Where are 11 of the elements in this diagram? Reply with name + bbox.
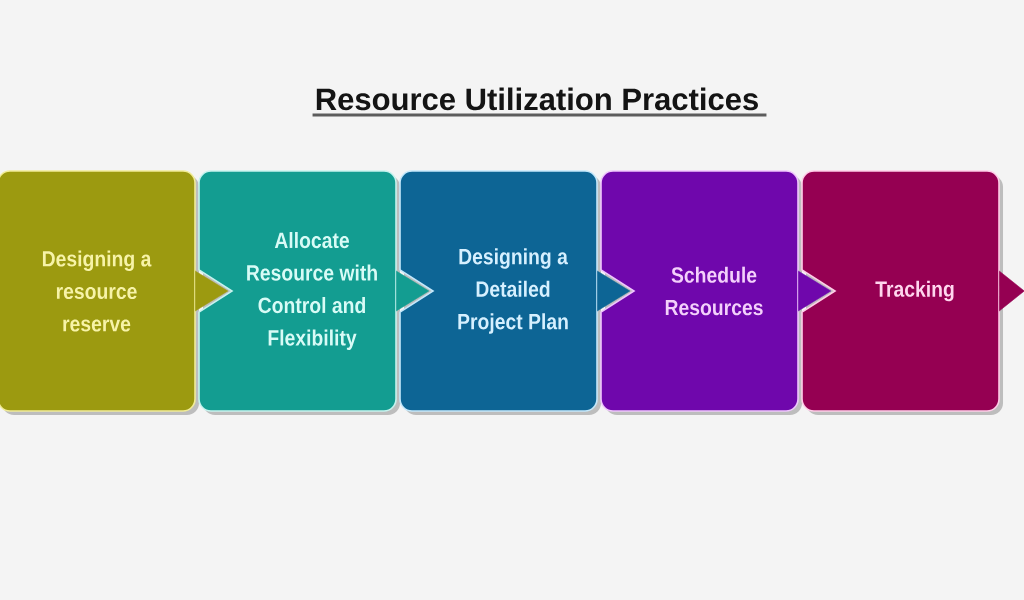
arrow (194, 270, 229, 312)
arrow (395, 270, 430, 312)
arrow (998, 270, 1024, 312)
process-box: Allocate Resource with Control and Flexibility (198, 170, 400, 415)
arrow (596, 270, 631, 312)
process-box: Designing a resource reserve (0, 170, 199, 415)
process-box: Tracking (801, 170, 1003, 415)
process-box: Schedule Resources (600, 170, 802, 415)
title: Resource Utilization Practices (312, 87, 767, 117)
process-box: Designing a Detailed Project Plan (399, 170, 601, 415)
arrow (797, 270, 832, 312)
